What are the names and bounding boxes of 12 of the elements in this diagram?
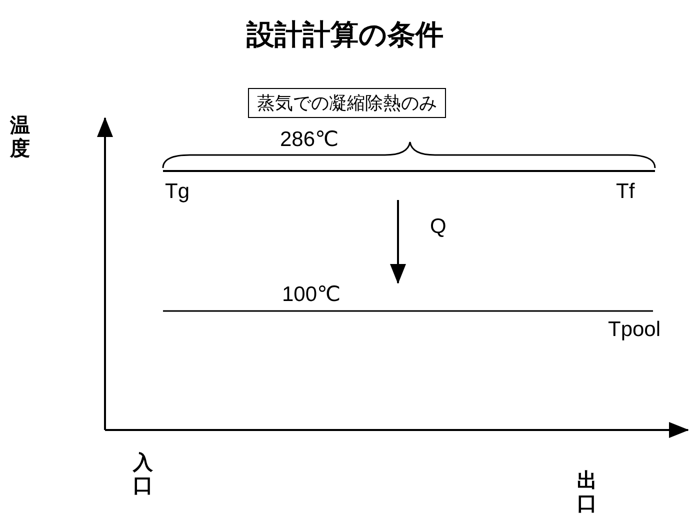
note-text: 蒸気での凝縮除熱のみ [257,92,437,115]
title: 設計計算の条件 [245,20,444,51]
note-box [248,88,446,118]
temperature-label: 286℃ [280,128,339,152]
axis-label: 入口 [133,452,153,498]
heat-label: Q [430,215,446,238]
line-label: Tf [616,180,635,204]
temperature-label: 100℃ [282,283,341,306]
axis-label: 出口 [577,470,597,514]
line-label: Tpool [608,318,661,342]
axis-label: 温度 [10,115,30,161]
line-label: Tg [165,180,190,204]
